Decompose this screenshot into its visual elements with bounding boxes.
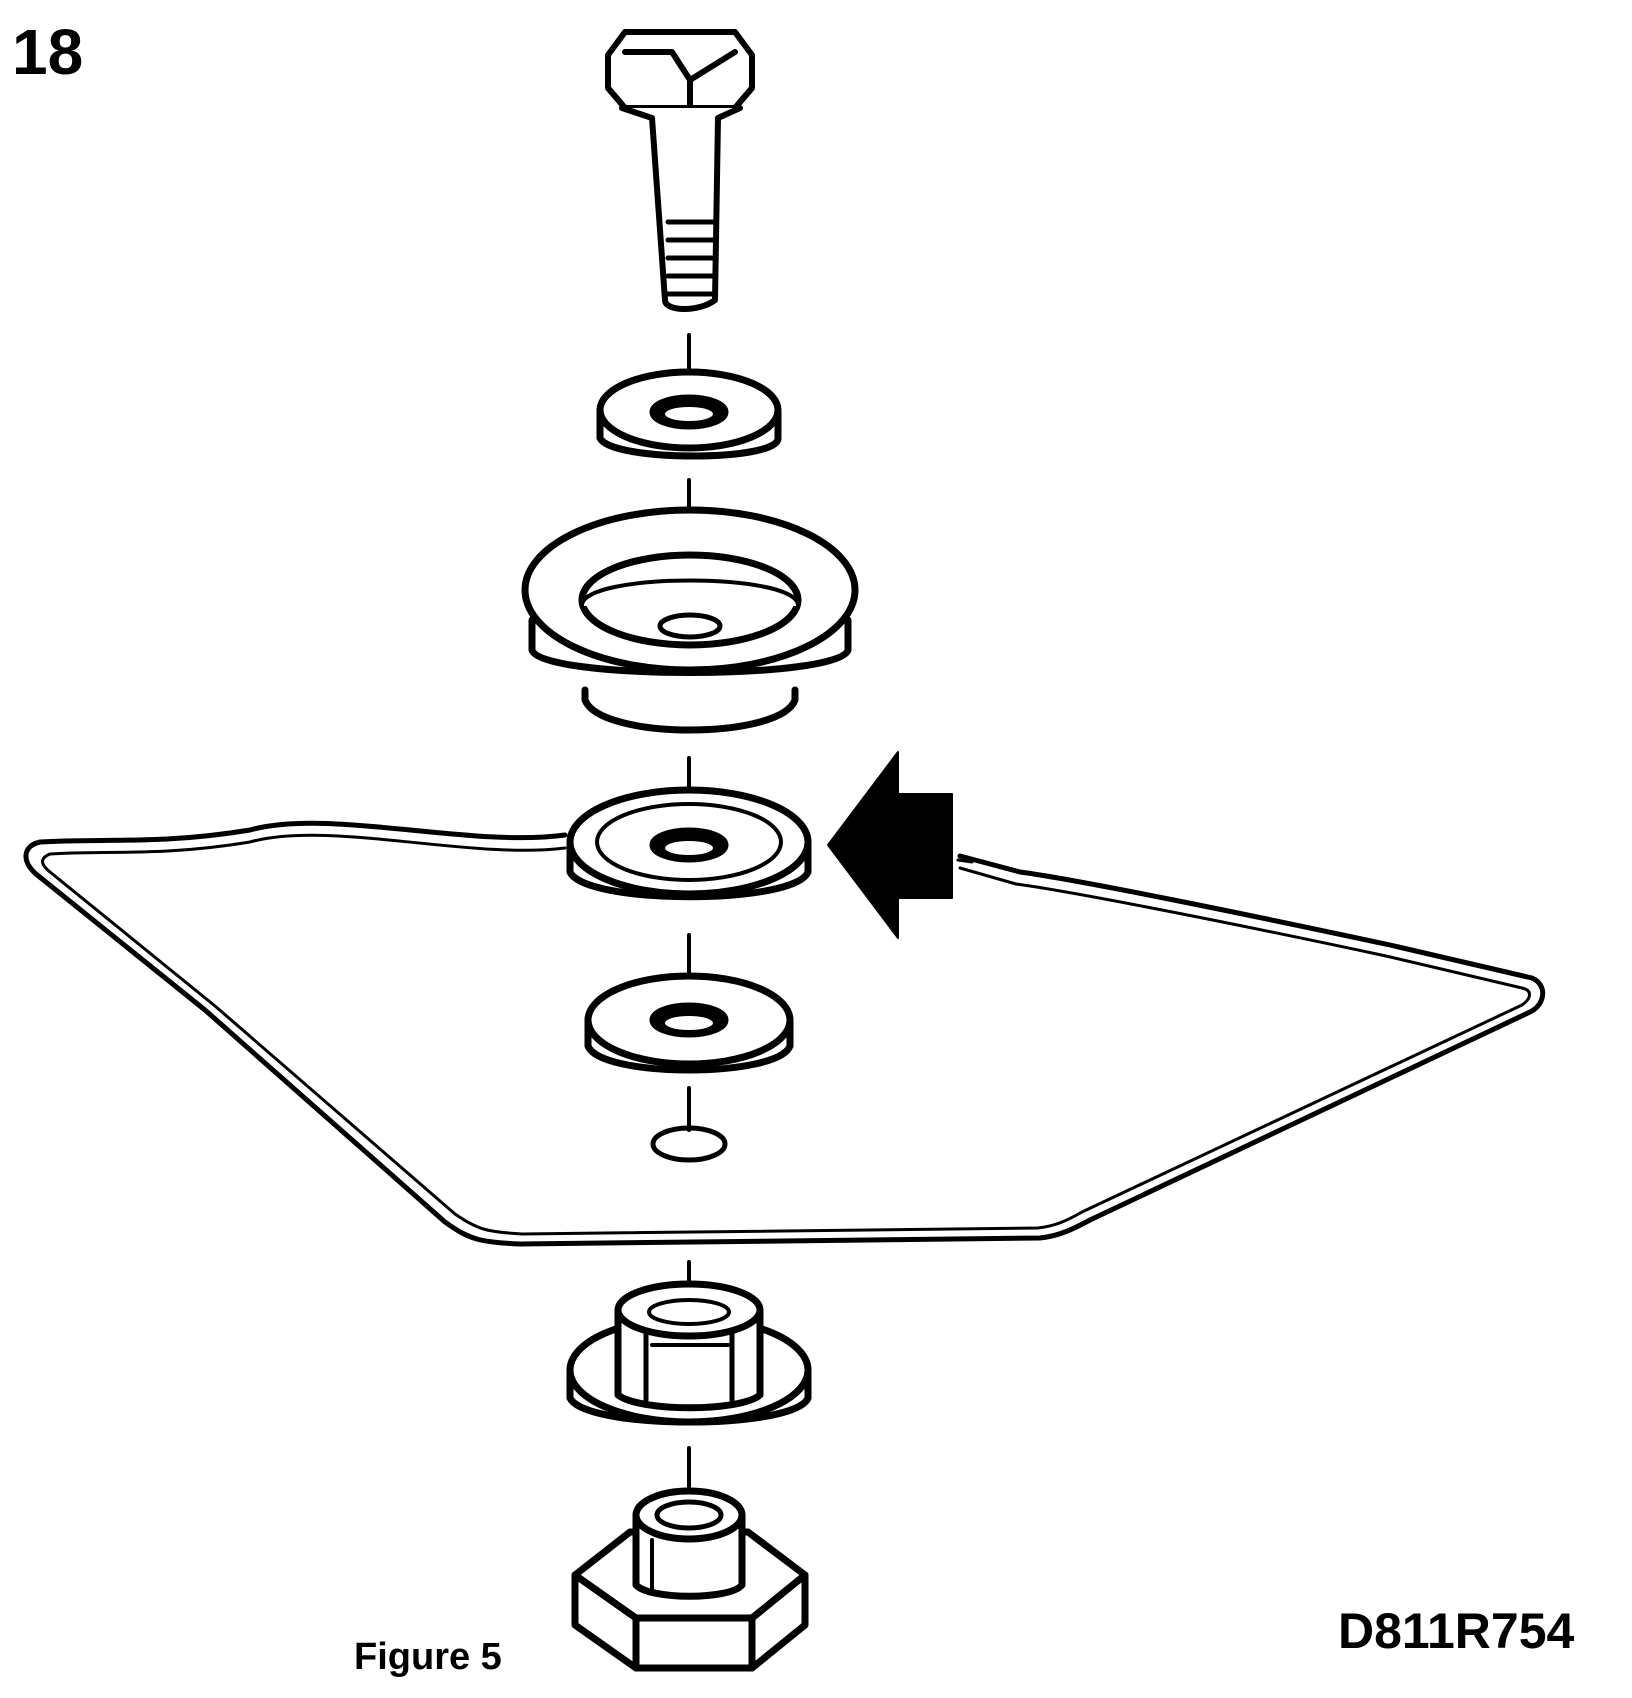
blade-plate (23, 820, 1546, 1247)
hex-bolt (605, 29, 755, 312)
step-number: 18 (12, 16, 84, 88)
flanged-nut (566, 1280, 812, 1426)
drawing-code: D811R754 (1338, 1603, 1575, 1659)
hex-fitting (571, 1487, 809, 1672)
lower-washer (584, 972, 794, 1074)
cup-holder (521, 506, 859, 734)
top-washer (596, 368, 782, 460)
pointer-arrow-icon (827, 751, 974, 939)
figure-caption: Figure 5 (354, 1636, 502, 1678)
highlighted-washer (566, 786, 812, 901)
